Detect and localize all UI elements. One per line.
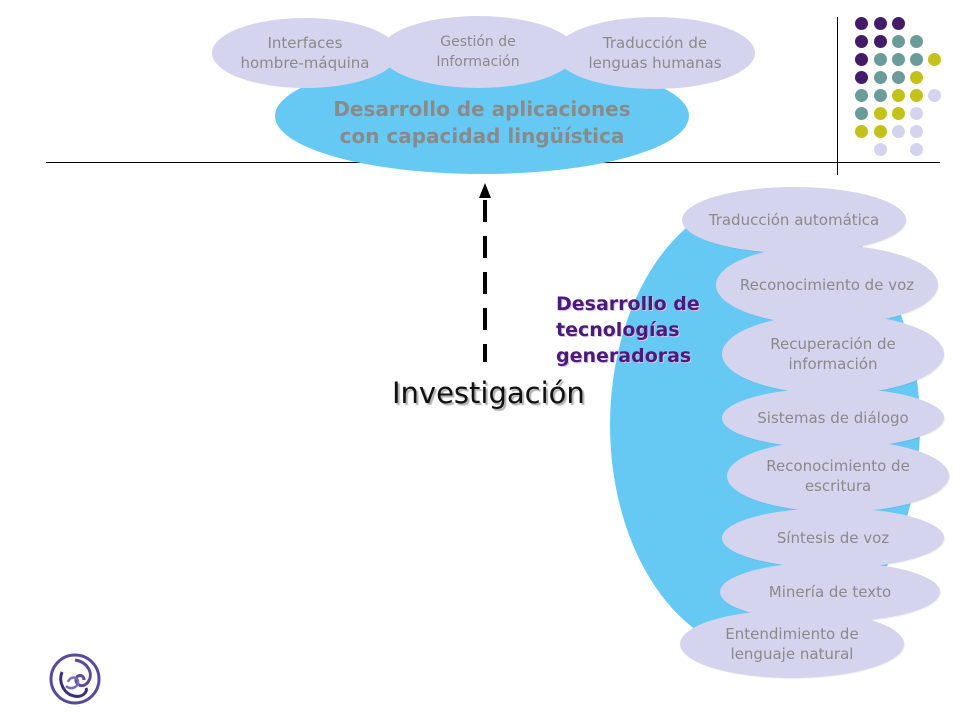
swirl-logo-icon	[49, 653, 101, 705]
tech-item-information-retrieval: Recuperación de información	[722, 314, 944, 394]
tech-item-label: Sistemas de diálogo	[757, 409, 909, 427]
human-language-translation-label: Traducción de lenguas humanas	[588, 34, 722, 72]
tech-item-label: Traducción automática	[708, 211, 880, 229]
vertical-divider	[837, 17, 838, 175]
tech-item-label: Entendimiento de lenguaje natural	[725, 625, 859, 663]
tech-item-label: Reconocimiento de escritura	[766, 457, 910, 495]
tech-item-machine-translation: Traducción automática	[682, 187, 906, 253]
tech-item-label: Síntesis de voz	[776, 529, 890, 547]
tech-item-handwriting-recognition: Reconocimiento de escritura	[727, 440, 949, 512]
tech-item-label: Reconocimiento de voz	[739, 276, 915, 294]
interfaces-label: Interfaces hombre-máquina	[240, 34, 370, 72]
tech-item-natural-language-understanding: Entendimiento de lenguaje natural	[680, 610, 904, 678]
interfaces-ellipse: Interfaces hombre-máquina	[212, 18, 398, 88]
tech-item-label: Minería de texto	[768, 583, 892, 601]
information-management-label: Gestión de Información	[436, 34, 520, 70]
tech-item-dialogue-systems: Sistemas de diálogo	[722, 388, 944, 448]
tech-item-speech-synthesis: Síntesis de voz	[722, 508, 944, 568]
dashed-arrow	[479, 183, 491, 362]
tech-item-label: Recuperación de información	[770, 335, 896, 373]
generating-technologies-title: Desarrollo de tecnologías generadoras	[556, 293, 700, 367]
arrow-head-icon	[479, 183, 491, 198]
tech-item-speech-recognition: Reconocimiento de voz	[716, 245, 938, 325]
human-language-translation-ellipse: Traducción de lenguas humanas	[555, 17, 755, 89]
information-management-ellipse: Gestión de Información	[380, 16, 576, 88]
research-label: Investigación	[392, 376, 585, 410]
applications-label: Desarrollo de aplicaciones con capacidad…	[333, 97, 631, 148]
